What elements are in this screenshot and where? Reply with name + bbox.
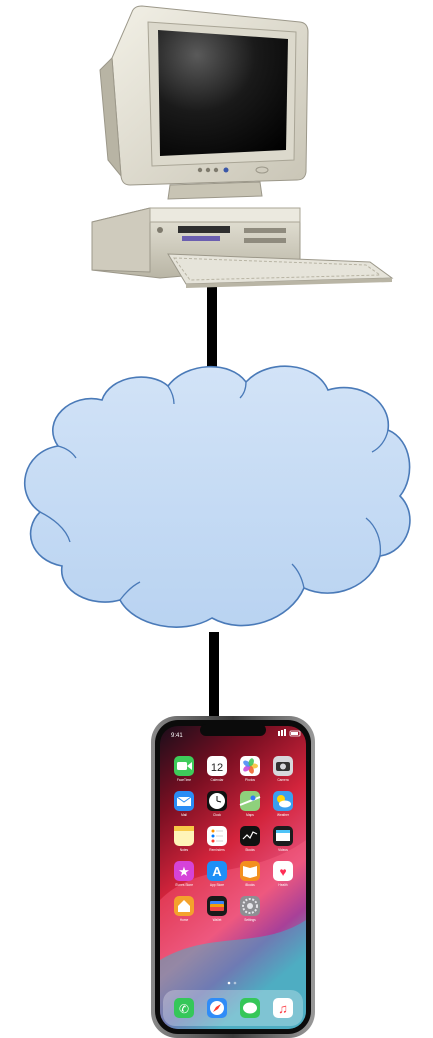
dock-app-messages[interactable] [240,998,260,1018]
floppy-drive [178,226,230,233]
app-label: Weather [277,813,290,817]
app-label: Mail [181,813,187,817]
monitor-screen [158,30,288,156]
app-label: Health [278,883,287,887]
app-label: iBooks [245,883,255,887]
phone-notch [200,724,266,736]
app-label: Clock [213,813,221,817]
status-time: 9:41 [171,733,183,739]
app-label: FaceTime [177,778,191,782]
desktop-computer-icon [92,6,392,288]
dock-app-music[interactable]: ♫ [273,998,293,1018]
app-label: Wallet [213,918,222,922]
app-label: Stocks [245,848,255,852]
app-facetime[interactable]: FaceTime [174,756,194,782]
cloud-shape [25,366,410,627]
dock-app-phone[interactable]: ✆ [174,998,194,1018]
app-itunes-store[interactable]: ★ iTunes Store [174,861,194,887]
svg-text:A: A [212,864,222,879]
app-app-store[interactable]: A App Store [207,861,227,887]
app-label: Photos [245,778,255,782]
svg-text:♫: ♫ [278,1001,288,1016]
app-label: Settings [244,918,256,922]
dock-app-safari[interactable] [207,998,227,1018]
app-label: Calendar [211,778,225,782]
app-label: Camera [277,778,289,782]
app-label: Reminders [209,848,225,852]
stocks-icon [240,826,260,846]
svg-text:♥: ♥ [279,865,286,879]
svg-text:✆: ✆ [179,1002,189,1016]
app-label: Home [180,918,189,922]
app-label: Videos [278,848,288,852]
app-reminders[interactable]: Reminders [207,826,227,852]
svg-text:★: ★ [178,864,190,879]
app-label: iTunes Store [175,883,193,887]
app-label: App Store [210,883,224,887]
app-label: Maps [246,813,254,817]
calendar-day: 12 [211,762,223,774]
app-label: Notes [180,848,189,852]
